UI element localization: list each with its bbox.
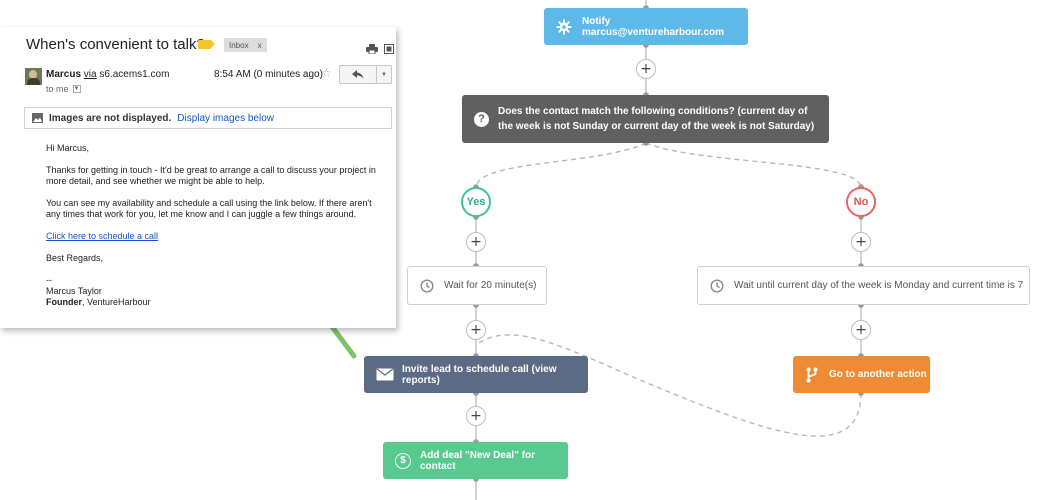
add-step-button[interactable]: + xyxy=(466,232,486,252)
recipient-details-chevron-icon[interactable]: ▼ xyxy=(72,85,81,93)
schedule-call-link[interactable]: Click here to schedule a call xyxy=(46,231,159,241)
inbox-label-chip[interactable]: Inbox x xyxy=(224,38,267,52)
star-icon[interactable]: ☆ xyxy=(321,66,332,80)
wait-no-node[interactable]: Wait until current day of the week is Mo… xyxy=(697,266,1030,305)
display-images-link[interactable]: Display images below xyxy=(177,112,274,124)
notify-action-label: Notify marcus@ventureharbour.com xyxy=(582,15,725,38)
no-branch-badge[interactable]: No xyxy=(846,187,876,217)
inbox-label-text: Inbox xyxy=(229,40,249,50)
email-paragraph: You can see my availability and schedule… xyxy=(46,198,372,219)
email-preview-panel: When's convenient to talk? Inbox x Marcu… xyxy=(0,27,396,328)
email-body: Hi Marcus, Thanks for getting in touch -… xyxy=(46,143,386,308)
condition-node[interactable]: ? Does the contact match the following c… xyxy=(462,95,829,143)
images-hidden-notice: Images are not displayed. Display images… xyxy=(24,107,392,129)
question-icon: ? xyxy=(474,111,489,127)
image-icon xyxy=(32,113,43,123)
invite-action-node[interactable]: Invite lead to schedule call (view repor… xyxy=(364,356,588,393)
clock-icon xyxy=(710,278,724,293)
wait-no-label: Wait until current day of the week is Mo… xyxy=(734,280,1024,291)
reply-icon xyxy=(352,70,364,79)
email-subject: When's convenient to talk? xyxy=(26,36,205,53)
print-icon[interactable] xyxy=(366,41,378,55)
signature-company: , VentureHarbour xyxy=(82,297,151,307)
branch-icon xyxy=(805,367,819,383)
invite-action-label: Invite lead to schedule call (view repor… xyxy=(402,363,557,386)
envelope-icon xyxy=(376,368,394,381)
deal-action-node[interactable]: $ Add deal "New Deal" for contact xyxy=(383,442,568,479)
wait-yes-node[interactable]: Wait for 20 minute(s) xyxy=(407,266,547,305)
email-signoff: Best Regards, xyxy=(46,253,104,263)
sender-domain: s6.acems1.com xyxy=(99,69,170,80)
recipient-text: to me xyxy=(46,84,69,94)
signature-title-line: Founder, VentureHarbour xyxy=(46,297,386,308)
add-step-button[interactable]: + xyxy=(466,406,486,426)
dollar-icon: $ xyxy=(395,452,411,469)
avatar xyxy=(25,68,42,85)
signature-title: Founder xyxy=(46,297,82,307)
images-notice-text: Images are not displayed. xyxy=(49,112,172,124)
signature-dashes: -- xyxy=(46,275,52,285)
wait-yes-label: Wait for 20 minute(s) xyxy=(444,280,537,291)
more-actions-chevron-icon[interactable]: ▼ xyxy=(376,65,392,84)
sender-name: Marcus xyxy=(46,69,82,80)
condition-label: Does the contact match the following con… xyxy=(498,106,815,132)
email-greeting: Hi Marcus, xyxy=(46,143,90,153)
add-step-button[interactable]: + xyxy=(636,59,656,79)
email-paragraph: Thanks for getting in touch - It'd be gr… xyxy=(46,165,376,186)
sender-line: Marcus via s6.acems1.com xyxy=(46,69,169,80)
email-timestamp: 8:54 AM (0 minutes ago) xyxy=(214,69,323,80)
add-step-button[interactable]: + xyxy=(851,232,871,252)
add-step-button[interactable]: + xyxy=(466,320,486,340)
signature-name: Marcus Taylor xyxy=(46,286,102,296)
new-window-icon[interactable] xyxy=(384,41,394,54)
goto-action-node[interactable]: Go to another action xyxy=(793,356,930,393)
goto-action-label: Go to another action xyxy=(829,369,927,380)
clock-icon xyxy=(420,278,434,293)
notify-action-node[interactable]: Notify marcus@ventureharbour.com xyxy=(544,8,748,45)
label-tag-icon[interactable] xyxy=(198,40,215,49)
remove-label-button[interactable]: x xyxy=(257,40,262,50)
yes-branch-badge[interactable]: Yes xyxy=(461,187,491,217)
add-step-button[interactable]: + xyxy=(851,320,871,340)
via-word: via xyxy=(83,69,97,80)
reply-button[interactable] xyxy=(339,65,377,84)
recipient-line: to me ▼ xyxy=(46,84,81,94)
deal-action-label: Add deal "New Deal" for contact xyxy=(420,449,536,472)
gear-icon xyxy=(556,19,572,35)
